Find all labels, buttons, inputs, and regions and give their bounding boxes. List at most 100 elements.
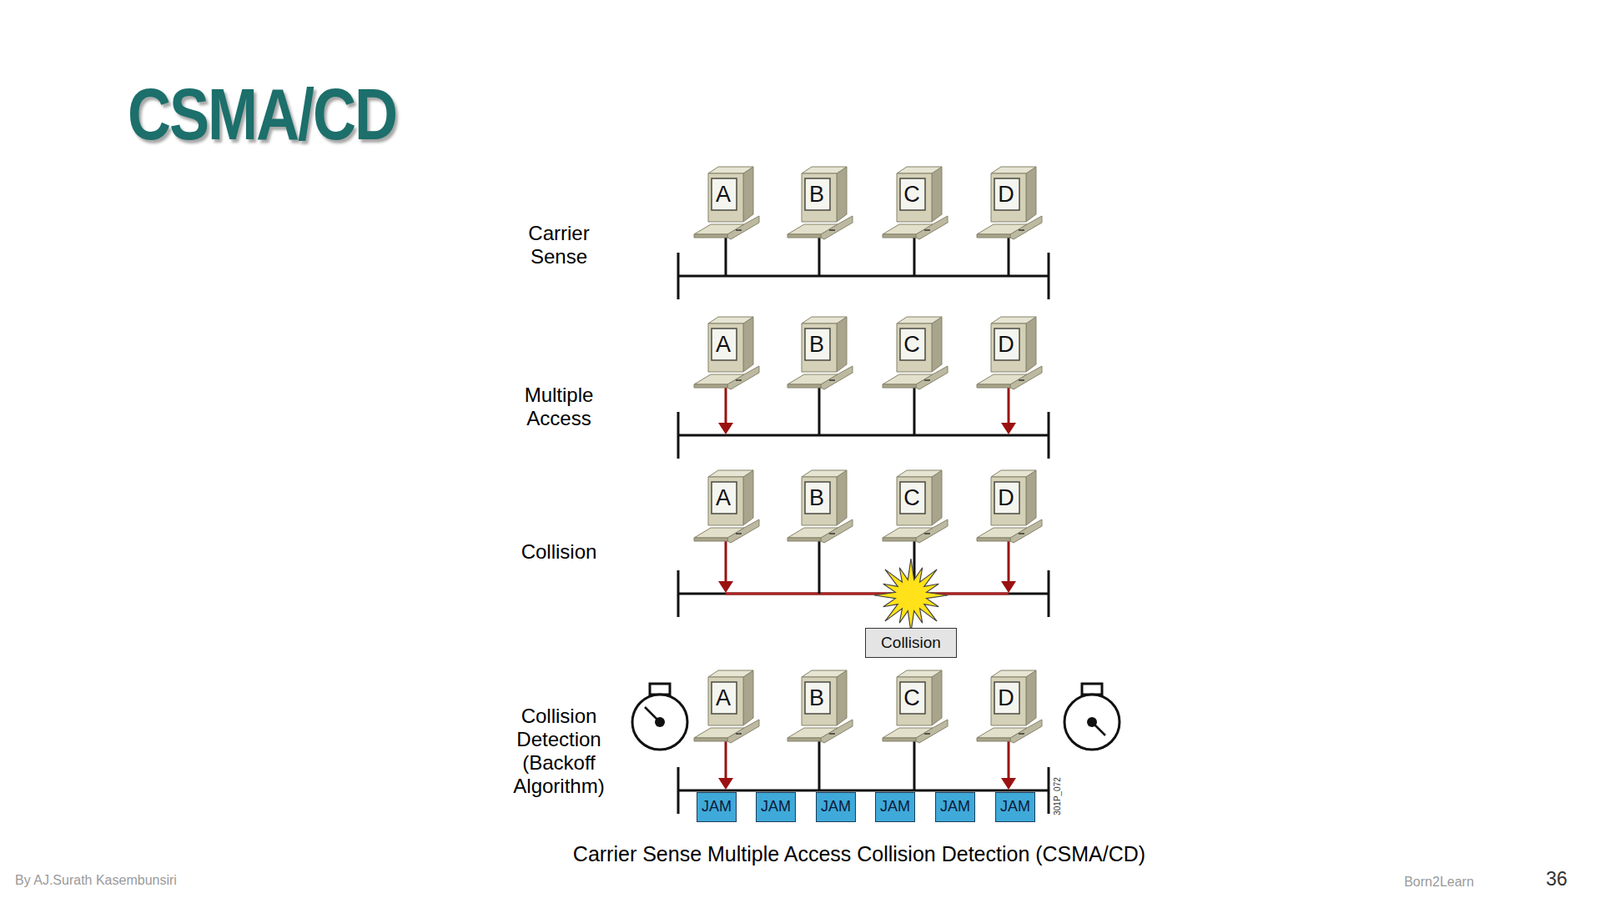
computer-icon (976, 316, 1042, 390)
monitor-side (743, 670, 754, 726)
drop-line (818, 237, 821, 277)
transmit-arrowhead (718, 422, 734, 435)
station-letter: A (715, 181, 731, 209)
keyboard-top (882, 728, 933, 739)
drop-line (913, 741, 916, 791)
monitor-screen (805, 482, 831, 514)
monitor-screen (805, 178, 831, 211)
keyboard-front (787, 234, 821, 238)
bus-terminator (1047, 767, 1051, 815)
keyboard-mark (735, 229, 742, 232)
keyboard-front (694, 538, 728, 542)
computer-icon (882, 670, 948, 744)
station-letter: D (997, 181, 1015, 209)
monitor-screen (994, 178, 1020, 211)
monitor-screen (711, 178, 737, 211)
keyboard-mark (924, 379, 931, 382)
computer-icon (976, 470, 1042, 544)
jam-signal-box: JAM (815, 792, 856, 823)
bus-terminator (677, 570, 680, 618)
stopwatch-icon (1064, 684, 1120, 750)
drop-line (724, 237, 728, 277)
monitor-side (1026, 670, 1037, 726)
monitor-top (991, 166, 1037, 174)
signal-path (725, 593, 893, 596)
collision-box: Collision (865, 628, 957, 659)
keyboard-mark (924, 533, 931, 535)
monitor-top (896, 470, 942, 478)
monitor-front (801, 477, 837, 526)
jam-signal-box: JAM (935, 792, 976, 823)
keyboard-front (882, 384, 916, 388)
stopwatch-pivot (1086, 717, 1097, 728)
transmit-arrowhead (718, 581, 734, 594)
monitor-front (708, 477, 744, 526)
monitor-top (708, 670, 754, 678)
monitor-side (743, 470, 754, 526)
transmit-arrow (724, 741, 728, 781)
monitor-side (931, 166, 942, 222)
keyboard-front (787, 738, 821, 742)
station-letter: A (715, 485, 731, 513)
transmit-arrowhead (718, 778, 734, 790)
node-label: JAM (880, 799, 911, 816)
computer-icon (976, 670, 1042, 744)
collision-burst (874, 558, 948, 633)
computer-icon (694, 166, 760, 240)
monitor-front (991, 677, 1027, 726)
keyboard-front (976, 738, 1011, 742)
keyboard-mark (1018, 733, 1025, 735)
computer-icon (694, 670, 760, 744)
computer-icon (787, 470, 853, 544)
monitor-screen (994, 482, 1020, 514)
monitor-front (991, 323, 1027, 373)
keyboard-top (976, 374, 1027, 385)
station-letter: D (997, 685, 1015, 713)
monitor-side (836, 470, 847, 526)
node-label: JAM (1000, 799, 1031, 816)
computer-icon (694, 470, 760, 544)
keyboard-front (787, 384, 821, 388)
monitor-side (743, 316, 754, 373)
keyboard-front (976, 538, 1011, 542)
drop-line (913, 237, 916, 277)
monitor-front (991, 173, 1027, 222)
drop-line (913, 387, 916, 436)
stopwatch-crown (1081, 684, 1102, 695)
drop-line (818, 387, 821, 436)
row-label: Collision (508, 540, 609, 564)
monitor-screen (900, 482, 926, 514)
monitor-side (836, 670, 847, 726)
monitor-front (708, 173, 744, 222)
transmit-arrow (724, 387, 728, 426)
bus-terminator (677, 412, 680, 459)
keyboard-front (787, 538, 821, 542)
jam-signal-box: JAM (995, 792, 1036, 823)
stopwatch-face (1064, 694, 1120, 750)
keyboard-top (787, 224, 838, 235)
bus-line (678, 275, 1049, 278)
transmit-arrow (1007, 541, 1011, 584)
monitor-top (896, 166, 942, 174)
monitor-front (708, 323, 744, 373)
brand-footer: Born2Learn (1403, 875, 1475, 891)
station-letter: B (809, 332, 825, 359)
station-letter: B (809, 181, 825, 209)
monitor-side (931, 670, 942, 726)
row-label: Multiple Access (508, 383, 609, 431)
monitor-front (801, 677, 837, 726)
station-letter: A (715, 685, 731, 713)
keyboard-top (976, 728, 1027, 739)
monitor-screen (711, 482, 737, 514)
figure-code: 301P_072 (1052, 777, 1063, 816)
monitor-top (896, 670, 942, 678)
computer-icon (787, 670, 853, 744)
keyboard-top (976, 528, 1027, 539)
keyboard-top (787, 374, 838, 385)
keyboard-mark (829, 379, 836, 382)
transmit-arrow (724, 541, 728, 584)
keyboard-mark (735, 733, 742, 735)
keyboard-top (882, 224, 933, 235)
keyboard-mark (735, 533, 742, 535)
keyboard-mark (924, 733, 931, 735)
